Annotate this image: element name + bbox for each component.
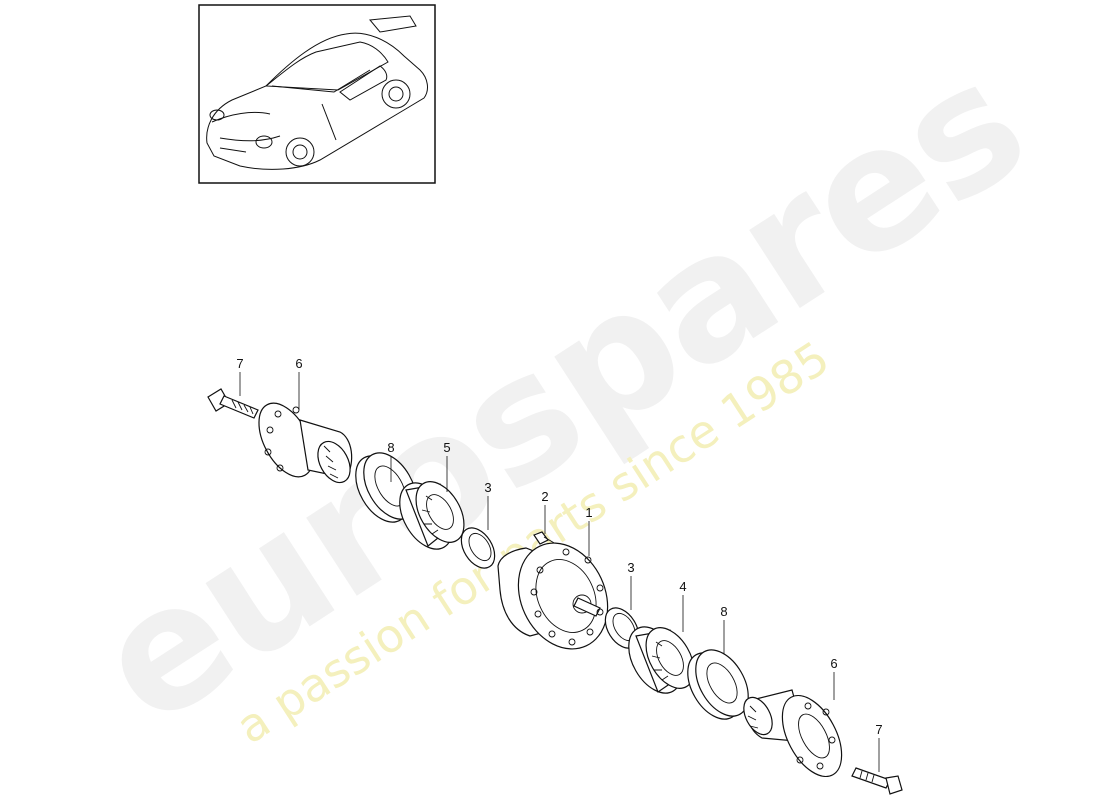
car-icon: [206, 15, 428, 170]
exploded-assembly: [207, 388, 903, 795]
callout-4: 4: [679, 579, 686, 594]
flange-bolt-lower: [851, 767, 903, 795]
tapered-bearing-upper: [399, 481, 465, 550]
callouts: 7 6 8 5 3 2 1 3 4 8 6 7: [236, 356, 882, 737]
callout-7-lower: 7: [875, 722, 882, 737]
callout-3-upper: 3: [484, 480, 491, 495]
leader-lines: [239, 372, 880, 772]
drive-flange-upper: [258, 402, 353, 484]
callout-3-lower: 3: [627, 560, 634, 575]
callout-8-upper: 8: [387, 440, 394, 455]
tapered-bearing-lower: [628, 626, 695, 694]
callout-5: 5: [443, 440, 450, 455]
callout-6-upper: 6: [295, 356, 302, 371]
callout-7-upper: 7: [236, 356, 243, 371]
callout-2: 2: [541, 489, 548, 504]
drive-flange-lower: [743, 689, 843, 778]
callout-1: 1: [585, 505, 592, 520]
shaft-seal-lower: [687, 649, 749, 720]
vehicle-thumbnail: [198, 4, 436, 184]
differential: [497, 542, 609, 650]
shim-ring-upper: [460, 527, 496, 569]
flange-bolt-upper: [207, 388, 259, 419]
callout-8-lower: 8: [720, 604, 727, 619]
callout-6-lower: 6: [830, 656, 837, 671]
